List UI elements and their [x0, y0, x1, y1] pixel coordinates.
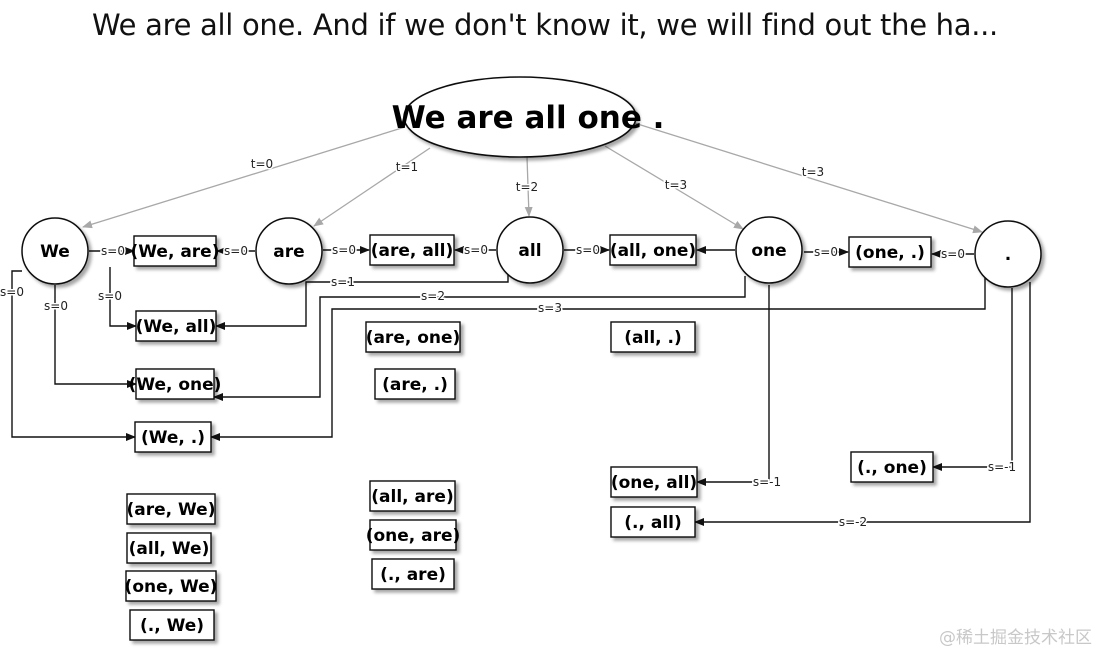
- time-edge-root-to-n3: [604, 145, 744, 230]
- pair-box-one_all: [610, 466, 698, 498]
- pair-label: (all, one): [610, 241, 696, 261]
- edge-label: s=3: [538, 301, 562, 315]
- edges-layer: [11, 120, 1031, 526]
- pair-label: (one, are): [366, 526, 461, 546]
- token-label: .: [1005, 245, 1011, 265]
- root-sentence-node: [403, 76, 637, 158]
- edge-label: s=-1: [753, 475, 781, 489]
- pair-label: (one, all): [611, 473, 697, 493]
- edge-label: t=2: [516, 180, 538, 194]
- token-label: one: [751, 241, 786, 261]
- pair-box-we_all: [135, 310, 217, 342]
- edge-label: t=1: [396, 160, 418, 174]
- pair-box-all_dot: [610, 321, 696, 353]
- edge-label: t=3: [802, 165, 824, 179]
- watermark: @稀土掘金技术社区: [939, 628, 1092, 648]
- token-label: all: [518, 241, 541, 261]
- root-sentence-label: We are all one .: [392, 100, 665, 136]
- edge-label: s=0: [98, 289, 122, 303]
- page-caption: We are all one. And if we don't know it,…: [92, 8, 998, 42]
- shift-edge-n4-to-p_we_dot: [210, 278, 986, 441]
- shift-edge-n2-to-p_we_all: [215, 270, 509, 330]
- edge-label: s=0: [224, 244, 248, 258]
- edge-label: s=2: [421, 289, 445, 303]
- pair-box-one_we: [125, 570, 217, 602]
- pair-box-dot_we: [129, 609, 215, 641]
- pair-label: (., are): [380, 565, 446, 585]
- shift-edge-n4-to-p_dot_one: [932, 288, 1013, 471]
- pair-box-are_dot: [374, 368, 456, 400]
- token-node-n3: [735, 216, 803, 284]
- pair-box-are_we: [126, 493, 216, 525]
- pair-box-one_are: [369, 519, 457, 551]
- token-node-n2: [496, 216, 564, 284]
- token-node-n4: [974, 220, 1042, 288]
- pair-box-we_one: [135, 368, 215, 400]
- pair-label: (We, all): [136, 317, 217, 337]
- pair-label: (are, .): [382, 375, 448, 395]
- pair-box-dot_all: [610, 506, 696, 538]
- token-label: are: [273, 242, 304, 262]
- pair-box-we_are: [133, 235, 217, 267]
- time-edge-root-to-n4: [627, 120, 983, 234]
- pair-label: (all, are): [371, 487, 453, 507]
- edge-label: s=0: [576, 243, 600, 257]
- time-edge-root-to-n2: [524, 156, 533, 217]
- pair-label: (., We): [140, 616, 204, 636]
- edge-label: s=0: [464, 243, 488, 257]
- shift-edge-n0-to-p_we_dot: [11, 270, 136, 441]
- edge-label: t=0: [251, 157, 273, 171]
- pair-label: (all, .): [624, 328, 682, 348]
- pair-box-dot_one: [850, 451, 934, 483]
- pair-label: (We, are): [131, 242, 220, 262]
- pair-label: (We, one): [129, 375, 222, 395]
- pair-box-one_dot: [848, 236, 932, 268]
- time-edge-root-to-n1: [313, 147, 431, 227]
- pair-box-all_we: [126, 532, 212, 564]
- pair-label: (are, one): [366, 328, 461, 348]
- pair-box-are_all: [369, 234, 455, 266]
- token-label: We: [40, 242, 70, 262]
- edge-label: s=0: [814, 245, 838, 259]
- pair-label: (We, .): [141, 428, 205, 448]
- shift-edge-n0-to-p_we_one: [54, 285, 137, 388]
- edge-label: s=0: [0, 285, 24, 299]
- edge-label: s=-2: [839, 515, 867, 529]
- shift-edge-n0-to-p_we_all: [109, 267, 137, 330]
- shift-edge-n3-to-p_we_one: [213, 276, 746, 401]
- edge-label: s=0: [44, 299, 68, 313]
- pair-box-all_one: [609, 234, 697, 266]
- edge-label: s=-1: [988, 460, 1016, 474]
- pair-label: (are, all): [371, 241, 453, 261]
- edge-label: t=3: [665, 178, 687, 192]
- pair-label: (are, We): [127, 500, 216, 520]
- nodes-layer: We are all one . We are all one. (We, are) (ar…: [21, 76, 1042, 641]
- token-node-n0: [21, 217, 89, 285]
- edge-label: s=0: [332, 243, 356, 257]
- pair-box-dot_are: [371, 558, 455, 590]
- shift-edge-n4-to-p_dot_all: [694, 282, 1031, 526]
- pair-label: (., one): [857, 458, 927, 478]
- pair-label: (one, .): [855, 243, 925, 263]
- edge-label: s=0: [101, 244, 125, 258]
- shift-edge-n3-to-p_one_all: [696, 285, 770, 486]
- edge-label: s=0: [941, 247, 965, 261]
- edge-label: s=1: [331, 275, 355, 289]
- pair-box-are_one: [365, 321, 461, 353]
- pair-box-all_are: [369, 480, 456, 512]
- edge-labels-layer: t=0 t=1 t=2 t=3 t=3 s=0 s=0 s=0 s=0 s=0 s=0 s=0 s=0 s…: [0, 156, 1018, 531]
- token-node-n1: [255, 217, 323, 285]
- time-edge-root-to-n0: [82, 126, 406, 229]
- pair-label: (one, We): [125, 577, 218, 597]
- pair-label: (all, We): [129, 539, 210, 559]
- pair-label: (., all): [624, 513, 682, 533]
- pair-box-we_dot: [134, 421, 212, 453]
